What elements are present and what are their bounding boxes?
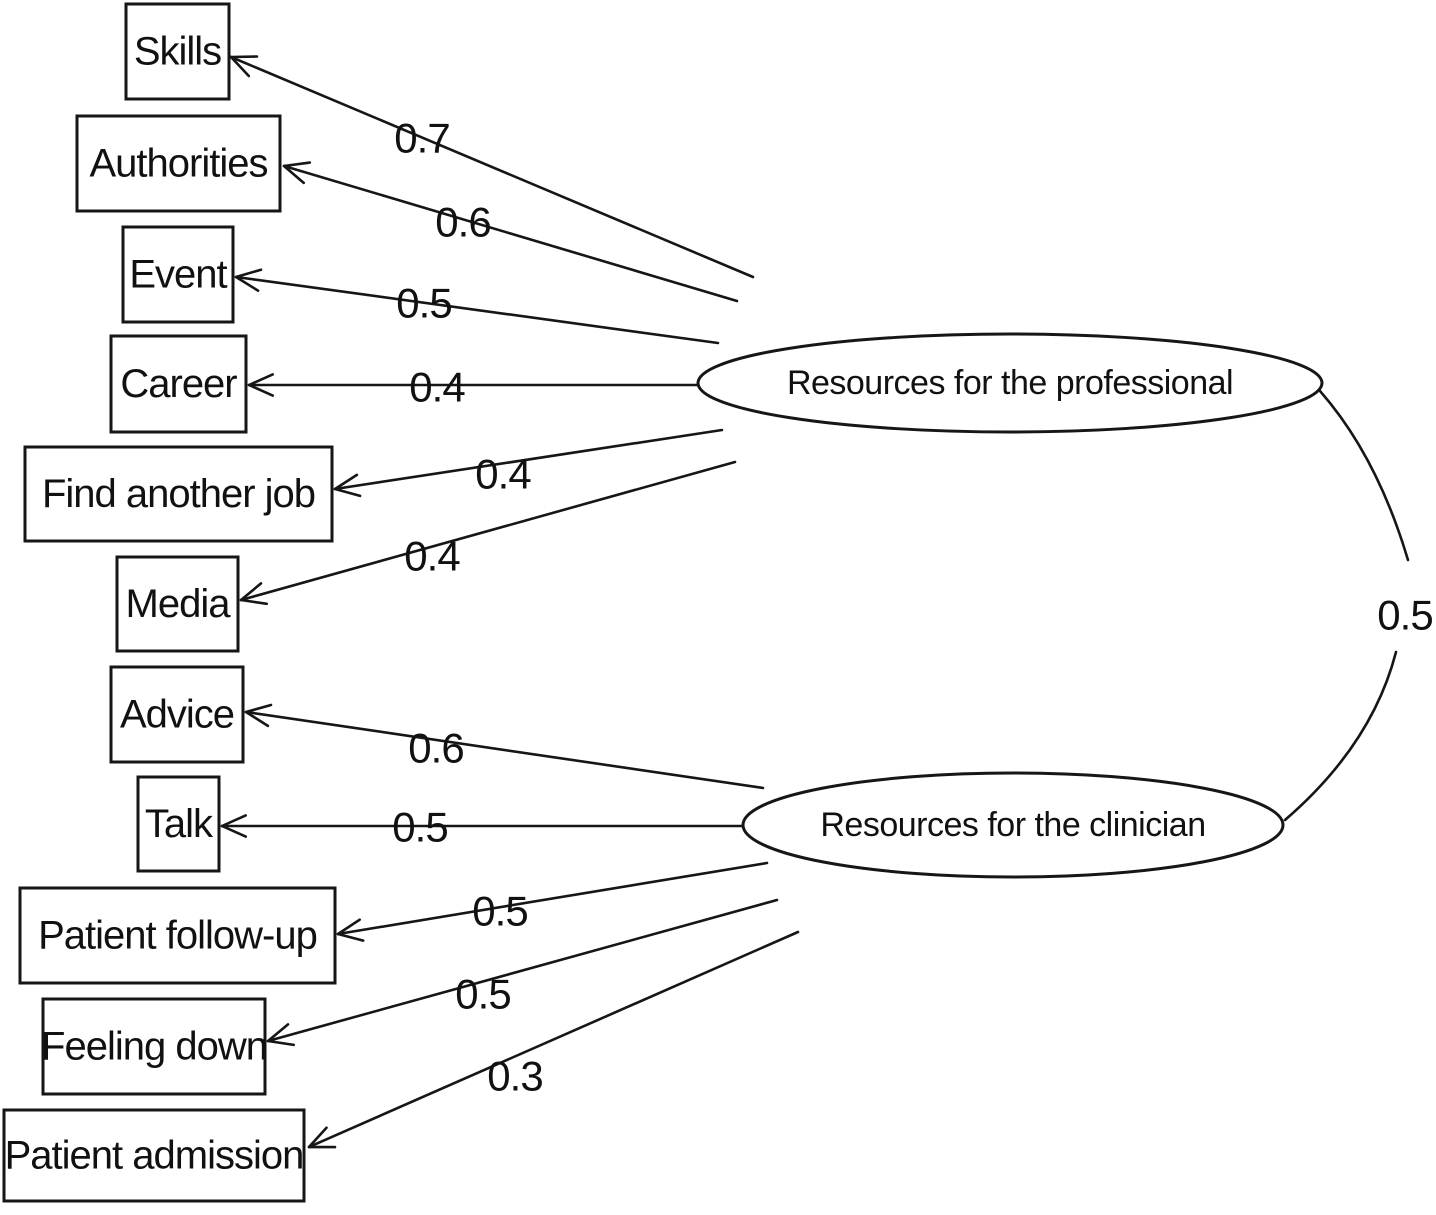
indicator-box-media <box>115 555 240 653</box>
loading-value-skills: 0.7 <box>394 115 449 162</box>
indicator-label-patient-follow-up: Patient follow-up <box>38 914 317 958</box>
arrowhead-authorities <box>282 161 312 185</box>
loading-value-authorities: 0.6 <box>435 199 490 246</box>
loading-value-find-another-job: 0.4 <box>475 451 531 498</box>
arrowhead-find-another-job <box>333 473 362 498</box>
indicator-box-feeling-down <box>41 997 267 1096</box>
correlation-curve-segment <box>1283 650 1398 822</box>
loading-path-feeling-down <box>266 898 779 1043</box>
arrowhead-feeling-down <box>266 1023 295 1047</box>
loading-path-media <box>239 460 737 602</box>
arrowhead-patient-follow-up <box>336 918 365 942</box>
indicator-box-advice <box>109 665 245 764</box>
factor-label-clinician: Resources for the clinician <box>820 806 1205 844</box>
arrowhead-media <box>239 582 268 606</box>
loading-value-patient-follow-up: 0.5 <box>472 888 527 935</box>
loading-path-patient-follow-up <box>336 861 769 936</box>
indicator-box-career <box>109 334 248 434</box>
indicator-label-media: Media <box>126 582 232 626</box>
indicator-label-feeling-down: Feeling down <box>41 1025 267 1069</box>
arrowhead-talk <box>220 814 247 838</box>
arrowhead-career <box>247 373 274 397</box>
indicator-box-authorities <box>75 114 282 213</box>
indicator-box-talk <box>136 775 221 873</box>
loading-path-advice <box>244 710 765 790</box>
indicator-label-career: Career <box>120 362 237 406</box>
correlation-value: 0.5 <box>1377 592 1432 639</box>
factor-label-professional: Resources for the professional <box>787 364 1233 402</box>
indicator-label-skills: Skills <box>134 30 221 74</box>
loading-value-event: 0.5 <box>396 280 451 327</box>
indicator-box-find-another-job <box>23 445 334 543</box>
correlation-curve-segment <box>1318 389 1410 562</box>
loading-path-authorities <box>282 164 739 303</box>
loading-path-skills <box>229 55 755 279</box>
loading-path-event <box>234 275 720 345</box>
indicator-label-advice: Advice <box>120 693 234 737</box>
factor-ellipse-professional <box>696 332 1324 434</box>
loading-path-find-another-job <box>333 428 724 491</box>
loading-value-feeling-down: 0.5 <box>455 971 510 1018</box>
factor-ellipse-clinician <box>741 771 1285 879</box>
arrowhead-advice <box>244 703 273 728</box>
loading-path-patient-admission <box>307 930 800 1149</box>
indicator-label-find-another-job: Find another job <box>42 472 315 516</box>
indicator-box-skills <box>124 2 231 101</box>
arrowhead-event <box>234 268 263 292</box>
loading-value-media: 0.4 <box>404 533 460 580</box>
indicator-label-talk: Talk <box>145 802 214 846</box>
indicator-label-event: Event <box>129 253 227 297</box>
indicator-label-authorities: Authorities <box>90 142 268 186</box>
loading-value-talk: 0.5 <box>392 804 447 851</box>
arrowhead-skills <box>229 55 259 78</box>
arrowhead-patient-admission <box>307 1126 337 1149</box>
indicator-box-patient-follow-up <box>18 886 337 985</box>
indicator-box-patient-admission <box>2 1108 306 1203</box>
indicator-label-patient-admission: Patient admission <box>5 1134 304 1178</box>
loading-value-patient-admission: 0.3 <box>487 1053 542 1100</box>
loading-value-advice: 0.6 <box>408 725 463 772</box>
loading-value-career: 0.4 <box>409 364 465 411</box>
indicator-box-event <box>121 225 235 324</box>
